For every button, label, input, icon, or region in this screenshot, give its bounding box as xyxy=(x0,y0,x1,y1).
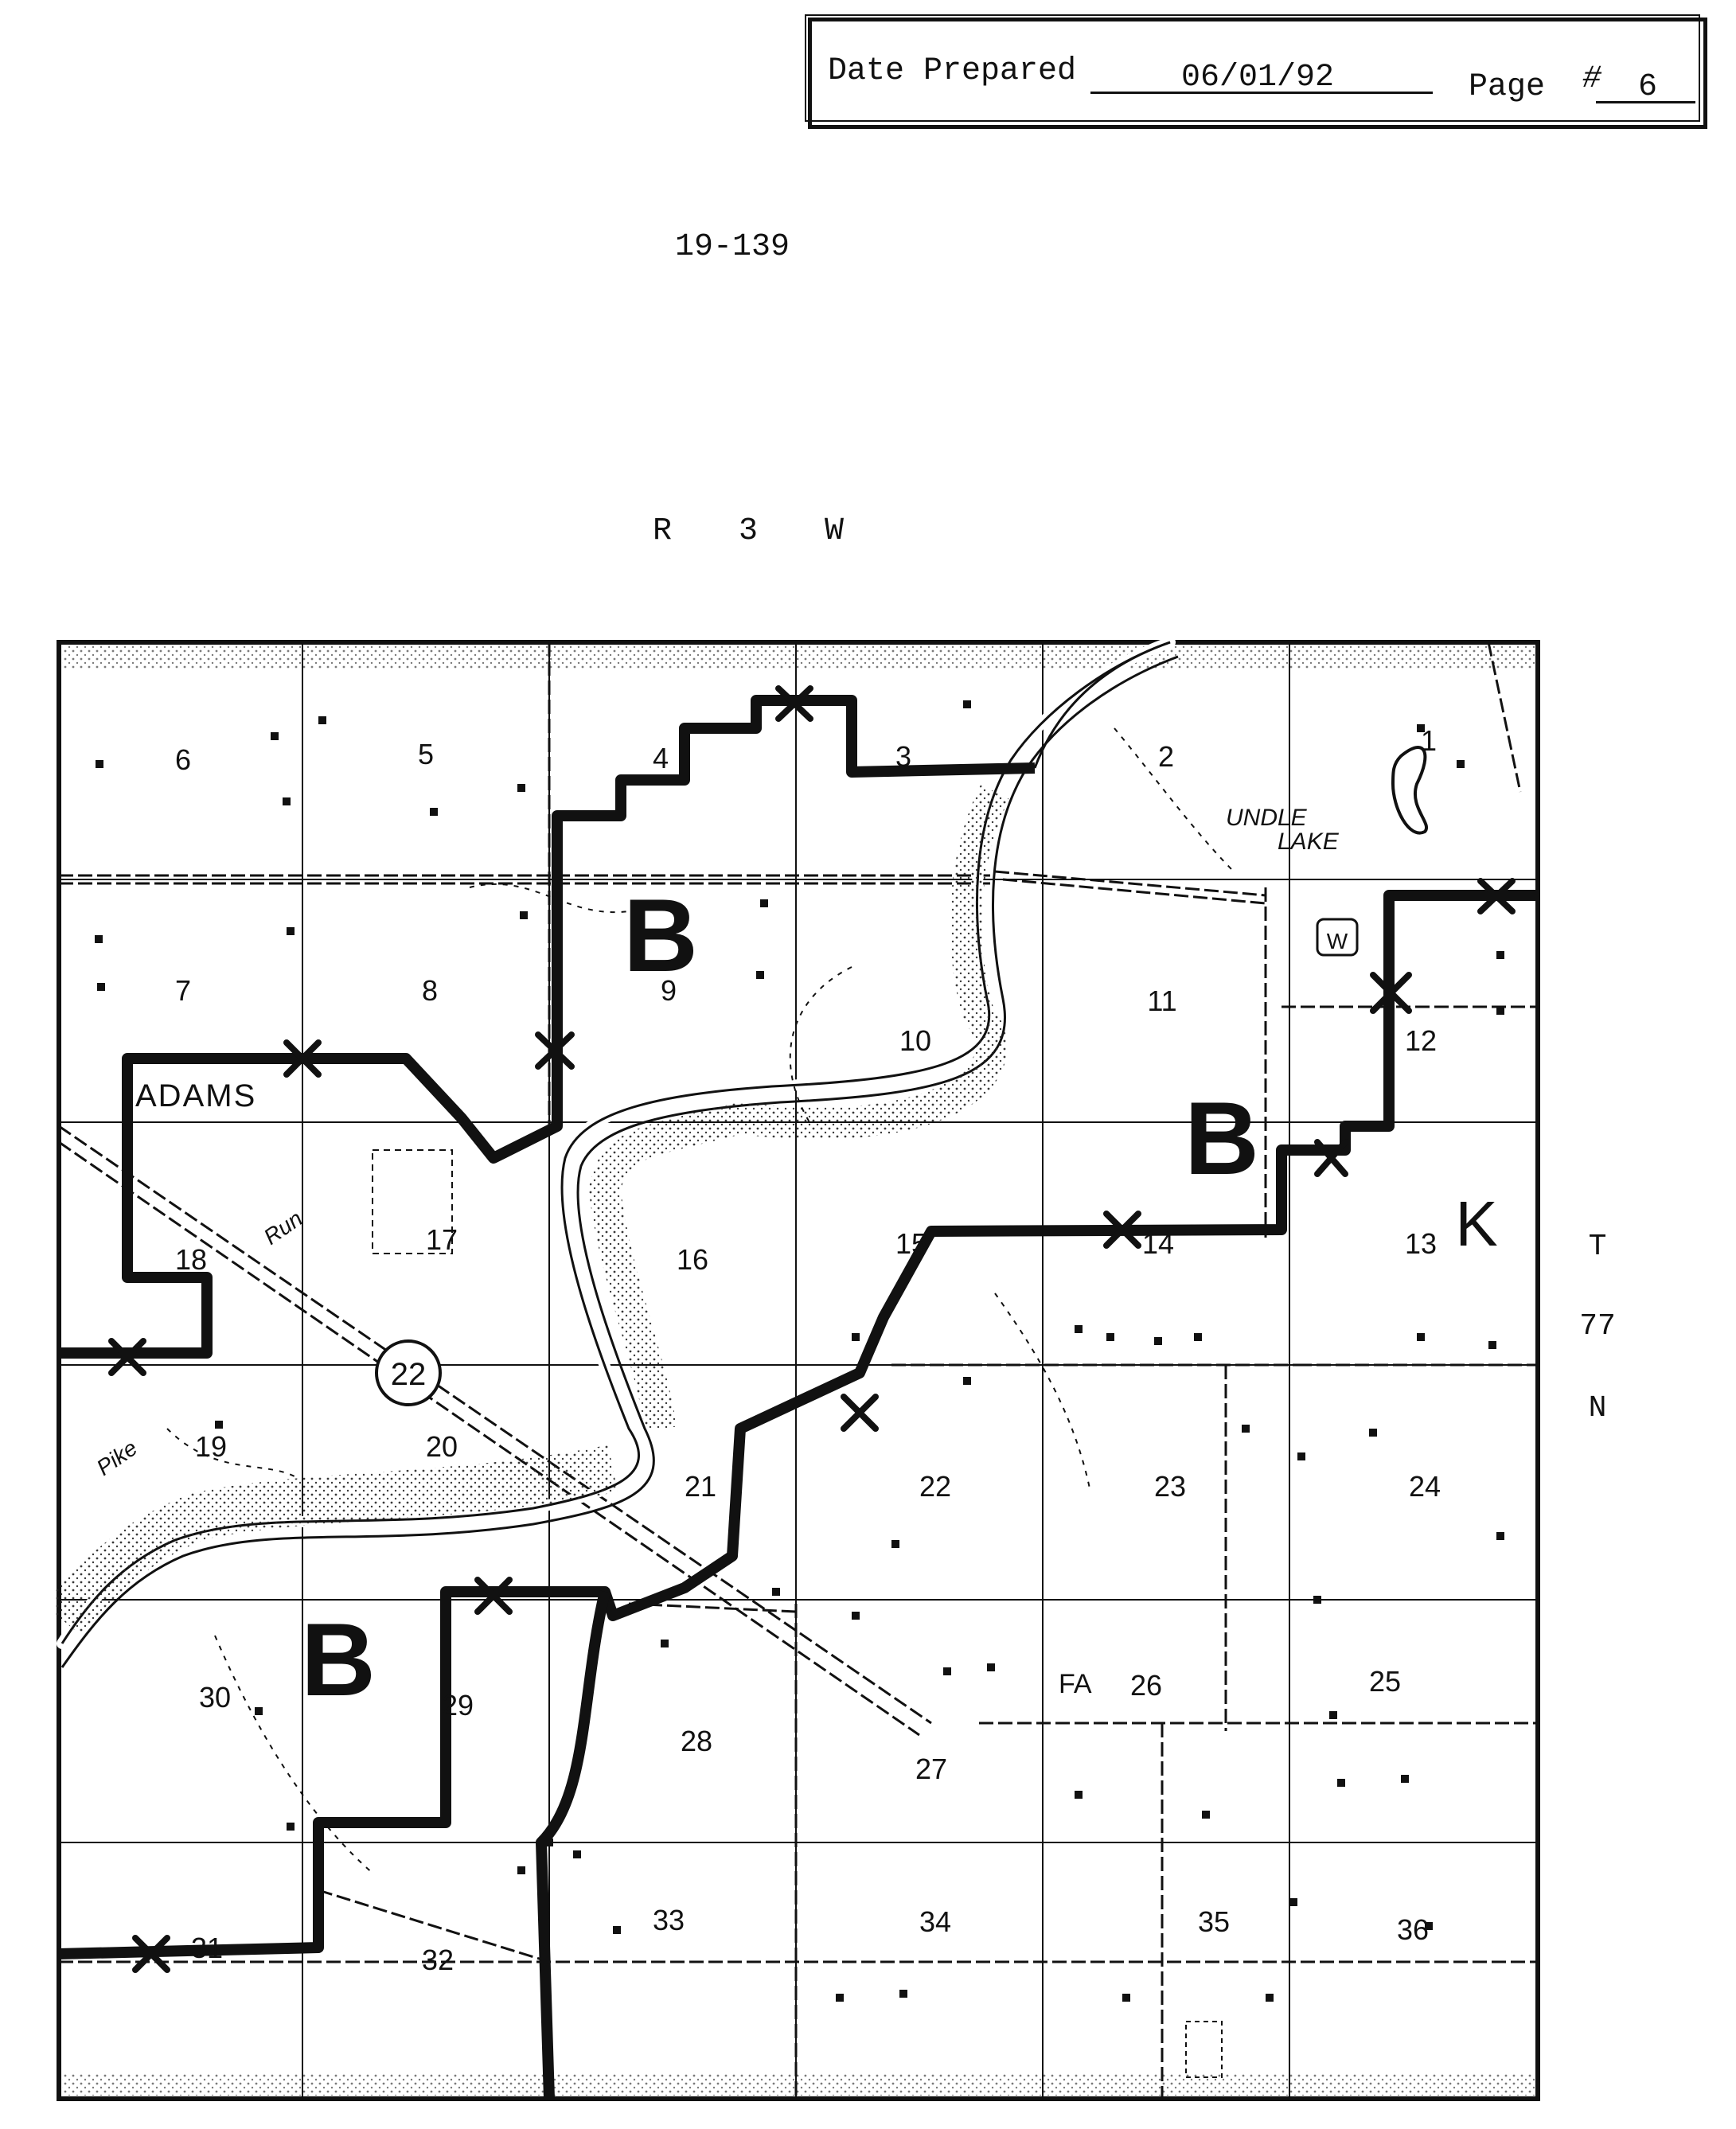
header-box: Date Prepared 06/01/92 Page # 6 xyxy=(805,14,1707,129)
section-26: 26 xyxy=(1130,1669,1162,1702)
zone-label-b-north: B xyxy=(623,877,698,993)
section-25: 25 xyxy=(1369,1665,1401,1698)
page-symbol: # xyxy=(1582,61,1602,97)
section-33: 33 xyxy=(653,1904,685,1936)
section-28: 28 xyxy=(681,1725,712,1757)
zone-label-k: K xyxy=(1455,1188,1497,1259)
section-30: 30 xyxy=(199,1681,231,1714)
section-19: 19 xyxy=(195,1430,227,1463)
section-10: 10 xyxy=(899,1024,931,1057)
section-31: 31 xyxy=(191,1932,223,1964)
place-adams: ADAMS xyxy=(135,1078,256,1113)
section-3: 3 xyxy=(895,740,911,773)
section-11: 11 xyxy=(1147,985,1176,1017)
section-17: 17 xyxy=(426,1223,458,1256)
section-29: 29 xyxy=(442,1689,474,1722)
parcel-outline-35 xyxy=(1185,2021,1223,2078)
section-21: 21 xyxy=(685,1470,716,1503)
place-undle: UNDLE xyxy=(1226,805,1308,831)
section-6: 6 xyxy=(175,743,191,776)
highway-number: 22 xyxy=(391,1357,427,1392)
date-underline xyxy=(1090,92,1433,94)
township-letter-t: T xyxy=(1588,1230,1607,1264)
section-24: 24 xyxy=(1409,1470,1441,1503)
page-number: 6 xyxy=(1637,69,1657,105)
building-dots xyxy=(95,700,1504,2002)
township-number: 77 xyxy=(1579,1309,1616,1343)
township-letter-n: N xyxy=(1588,1391,1607,1425)
section-9: 9 xyxy=(661,974,677,1007)
zone-label-b-south: B xyxy=(301,1601,376,1718)
section-22: 22 xyxy=(919,1470,951,1503)
section-23: 23 xyxy=(1154,1470,1186,1503)
date-prepared-label: Date Prepared xyxy=(828,53,1077,89)
place-pike: Pike xyxy=(92,1435,142,1480)
page-underline xyxy=(1596,101,1695,103)
document-id: 19-139 xyxy=(675,229,790,265)
zone-ticks xyxy=(1033,641,1171,769)
top-border-stipple xyxy=(62,645,1535,669)
highway-shield: 22 xyxy=(375,1339,442,1406)
section-7: 7 xyxy=(175,974,191,1007)
wells-marker: W xyxy=(1316,918,1359,957)
place-fa: FA xyxy=(1059,1669,1092,1699)
date-prepared-value: 06/01/92 xyxy=(1180,60,1335,96)
page-label: Page xyxy=(1469,69,1546,105)
streams xyxy=(166,727,1235,1875)
wells-letter: W xyxy=(1327,929,1348,953)
section-grid xyxy=(59,642,1538,2099)
section-32: 32 xyxy=(422,1944,454,1976)
boundary-x-markers xyxy=(108,685,1516,1973)
section-5: 5 xyxy=(418,738,434,770)
range-label: R 3 W xyxy=(653,513,868,549)
section-4: 4 xyxy=(653,742,669,774)
parcel-outline-17 xyxy=(372,1149,453,1254)
zone-label-b-east: B xyxy=(1184,1080,1259,1196)
map-border xyxy=(57,640,1540,2101)
zone-letters: B B B K xyxy=(301,877,1498,1718)
zone-boundary xyxy=(58,695,1538,2100)
place-run: Run xyxy=(259,1206,307,1250)
section-35: 35 xyxy=(1198,1905,1230,1938)
floodplain-stipple-north xyxy=(588,785,1010,1431)
section-13: 13 xyxy=(1405,1227,1437,1260)
floodplain-stipple-south xyxy=(56,1445,618,1636)
section-12: 12 xyxy=(1405,1024,1437,1057)
bottom-border-stipple xyxy=(62,2073,1535,2096)
section-2: 2 xyxy=(1158,740,1174,773)
section-15: 15 xyxy=(895,1227,927,1260)
section-36: 36 xyxy=(1397,1913,1429,1946)
township-map: 1 2 3 4 5 6 7 8 9 10 11 12 13 14 15 16 1… xyxy=(56,637,1540,2101)
section-1: 1 xyxy=(1421,724,1437,757)
section-27: 27 xyxy=(915,1753,947,1785)
lake-outline xyxy=(1391,746,1428,835)
section-20: 20 xyxy=(426,1430,458,1463)
place-lake: LAKE xyxy=(1278,829,1340,855)
section-16: 16 xyxy=(677,1243,708,1276)
section-numbers: 1 2 3 4 5 6 7 8 9 10 11 12 13 14 15 16 1… xyxy=(175,724,1441,1976)
section-34: 34 xyxy=(919,1905,951,1938)
section-14: 14 xyxy=(1142,1227,1174,1260)
section-18: 18 xyxy=(175,1243,207,1276)
road-network xyxy=(58,641,1538,2099)
section-8: 8 xyxy=(422,974,438,1007)
